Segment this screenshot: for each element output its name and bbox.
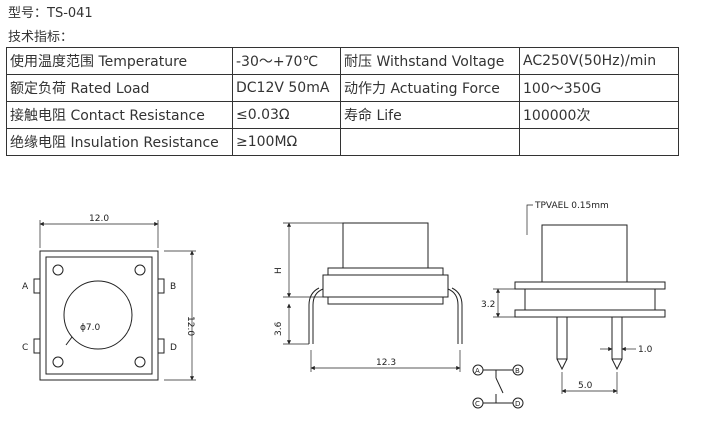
table-cell: 额定负荷 Rated Load xyxy=(6,74,233,102)
table-cell: ≥100MΩ xyxy=(232,128,341,156)
lead-length-dim: 3.6 xyxy=(274,321,284,336)
top-height-dim: 12.0 xyxy=(185,316,195,336)
table-cell xyxy=(519,128,679,156)
height-dim-label: H xyxy=(274,267,284,274)
table-row: 使用温度范围 Temperature -30～+70℃ 耐压 Withstand… xyxy=(6,47,679,75)
table-cell: 100～350G xyxy=(519,74,679,102)
table-cell: 耐压 Withstand Voltage xyxy=(340,47,520,75)
table-row: 接触电阻 Contact Resistance ≤0.03Ω 寿命 Life 1… xyxy=(6,101,679,129)
circuit-node-a: A xyxy=(475,367,480,375)
pin-pitch-dim: 12.3 xyxy=(376,358,396,368)
table-cell: AC250V(50Hz)/min xyxy=(519,47,679,75)
circuit-node-b: B xyxy=(515,367,520,375)
circuit-node-c: C xyxy=(475,400,480,408)
table-cell: 接触电阻 Contact Resistance xyxy=(6,101,233,129)
top-view: 12.0 12.0 ϕ7.0 A B C D xyxy=(22,214,196,381)
circuit-node-d: D xyxy=(515,400,520,408)
lead-pitch-dim: 5.0 xyxy=(578,381,593,391)
spec-table: 使用温度范围 Temperature -30～+70℃ 耐压 Withstand… xyxy=(6,47,679,156)
lead-width-dim: 1.0 xyxy=(638,345,653,355)
switch-circuit-diagram: A B C D xyxy=(472,364,524,409)
pin-label-a: A xyxy=(22,282,29,292)
table-cell: 寿命 Life xyxy=(340,101,520,129)
side-view: TPVAEL 0.15mm 3.2 1.0 5.0 xyxy=(481,201,666,394)
table-cell xyxy=(340,128,520,156)
spec-heading: 技术指标： xyxy=(8,30,74,45)
table-cell: 绝缘电阻 Insulation Resistance xyxy=(6,128,233,156)
dimension-drawing: 12.0 12.0 ϕ7.0 A B C D H 3.6 xyxy=(22,201,666,409)
table-cell: DC12V 50mA xyxy=(232,74,341,102)
table-cell: -30～+70℃ xyxy=(232,47,341,75)
pin-label-c: C xyxy=(22,343,28,353)
thickness-note: TPVAEL 0.15mm xyxy=(534,201,609,211)
table-cell: 动作力 Actuating Force xyxy=(340,74,520,102)
pin-label-b: B xyxy=(170,282,176,292)
table-cell: 100000次 xyxy=(519,101,679,129)
table-row: 绝缘电阻 Insulation Resistance ≥100MΩ xyxy=(6,128,679,156)
pin-label-d: D xyxy=(170,343,177,353)
model-number: 型号：TS-041 xyxy=(8,6,93,21)
body-height-dim: 3.2 xyxy=(481,300,495,310)
button-diameter-dim: ϕ7.0 xyxy=(80,323,101,333)
table-cell: ≤0.03Ω xyxy=(232,101,341,129)
front-view: H 3.6 12.3 xyxy=(274,222,463,372)
table-row: 额定负荷 Rated Load DC12V 50mA 动作力 Actuating… xyxy=(6,74,679,102)
table-cell: 使用温度范围 Temperature xyxy=(6,47,233,75)
top-width-dim: 12.0 xyxy=(89,214,109,224)
